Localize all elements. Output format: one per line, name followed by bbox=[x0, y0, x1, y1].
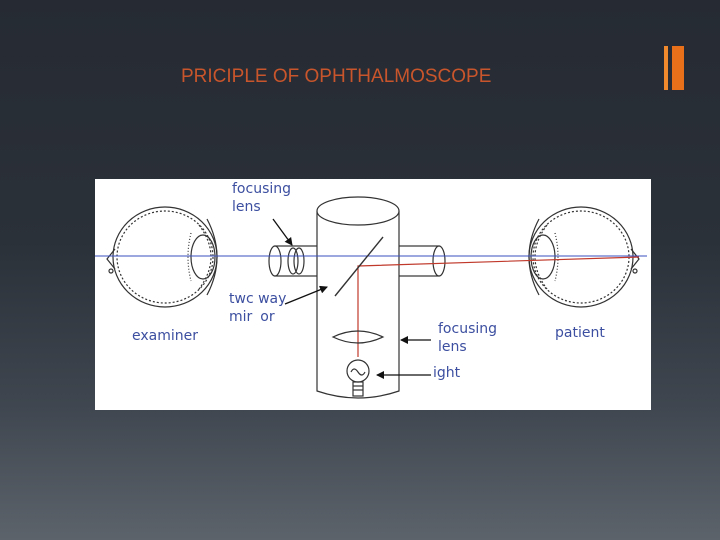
accent-bar bbox=[672, 46, 684, 90]
label-focusing-lens-bottom-line1: focusing bbox=[438, 321, 498, 337]
arrow-two-way-mirror bbox=[284, 285, 328, 305]
label-focusing-lens-top-line2: lens bbox=[232, 199, 261, 215]
label-light: ight bbox=[433, 365, 461, 381]
label-patient: patient bbox=[555, 325, 605, 341]
examiner-eye bbox=[106, 206, 218, 308]
light-path bbox=[357, 256, 640, 357]
ophthalmoscope-diagram bbox=[95, 196, 647, 399]
label-focusing-lens-bottom-line2: lens bbox=[438, 339, 467, 355]
label-focusing-lens-top-line1: focusing bbox=[232, 181, 292, 197]
label-two-way-mirror-line2-end: or bbox=[260, 309, 275, 325]
horizontal-tube bbox=[268, 245, 446, 277]
label-two-way-mirror-line2-start: mir bbox=[229, 309, 253, 325]
arrow-focusing-lens-top bbox=[272, 218, 293, 246]
slide-title: PRICIPLE OF OPHTHALMOSCOPE bbox=[181, 66, 492, 87]
two-way-mirror bbox=[334, 236, 384, 297]
label-examiner: examiner bbox=[132, 328, 199, 344]
light-bulb-icon bbox=[346, 359, 370, 397]
accent-line bbox=[664, 46, 668, 90]
focusing-lens-inner bbox=[331, 330, 385, 344]
label-two-way-mirror-line1: twc way bbox=[229, 291, 287, 307]
